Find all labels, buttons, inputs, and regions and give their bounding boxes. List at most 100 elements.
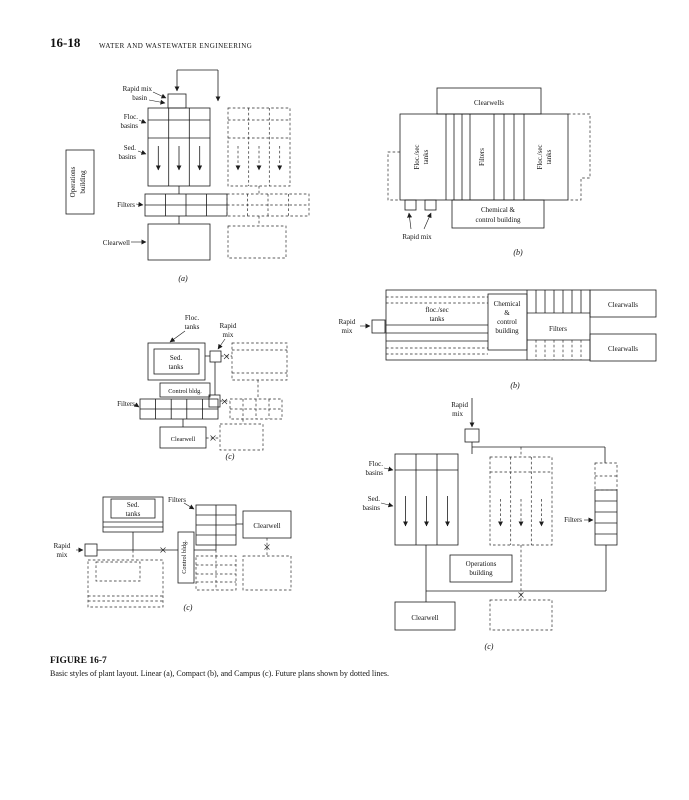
sed-tanks-label-line1: Sed. [170,354,183,362]
panel-b1-linework [445,114,525,200]
future-sed-inner-box [95,561,141,582]
rapid-mix-basin-label-line1: Rapid mix [123,85,153,93]
label-pointer [135,201,144,207]
panel-c2-linework [97,505,243,551]
floc-sed-basin-block [394,453,459,546]
control-building-label: Control bldg. [168,388,202,395]
sed-basins-label-line2: basins [119,153,137,161]
panel-a-linework [145,69,227,224]
chemical-control-building-box [451,199,545,229]
label-pointer [138,118,147,124]
floc-tanks-label-line1: Floc. [185,314,199,322]
sed-basins-label-line1: Sed. [124,144,137,152]
label-pointer [423,212,432,230]
valve-marks [518,592,524,598]
rapid-mix-basin-label-line2: basin [132,94,147,102]
rapid-mix-label-line1: Rapid [220,322,237,330]
future-sed-tanks-block [87,559,164,608]
panel-c1-future-linework [206,349,287,439]
figure-caption: Basic styles of plant layout. Linear (a)… [50,669,390,678]
panel-c2-tag: (c) [184,603,193,612]
panel-c-campus-2: Sed. tanks Filters Clearwell Rapid mix C… [54,496,292,612]
rapid-mix-box [424,199,437,211]
figure-caption-block: FIGURE 16-7 Basic styles of plant layout… [50,656,650,678]
panel-b1-tag: (b) [513,248,523,257]
clearwells-label: Clearwells [474,99,504,107]
label-pointer [407,212,413,230]
sed-tanks-inner-box [153,348,200,375]
panel-c1-tag: (c) [226,452,235,461]
panel-c-campus-1: Floc. tanks Rapid mix Sed. tanks Control… [117,314,288,461]
filters-label: Filters [478,148,486,166]
floc-sec-tanks-left-label-line1: Floc./sec [413,144,421,169]
sed-tanks-label-line2: tanks [169,363,184,371]
clearwell-label: Clearwell [411,614,438,622]
sed-tanks-inner-box [110,498,156,519]
label-pointer [169,330,186,343]
floc-basins-label-line1: Floc. [369,460,383,468]
filters-label: Filters [117,201,135,209]
panel-a-tag: (a) [178,274,188,283]
panel-b1-future-linework [387,113,591,201]
floc-sec-tanks-left-label-line2: tanks [422,149,430,164]
clearwall-box-bottom [589,333,657,362]
clearwell-label: Clearwell [253,522,280,530]
label-pointer [137,150,147,155]
rapid-mix-box [209,350,222,363]
future-clearwell-box [227,225,287,259]
control-building-box [177,531,195,584]
label-pointer [383,466,394,472]
future-floc-sed-block [231,342,288,381]
panel-c3-linework [395,442,617,602]
rapid-mix-label-line1: Rapid [339,318,356,326]
label-pointer [217,338,226,350]
rapid-mix-label-line2: mix [223,331,234,339]
panel-c-campus-3: Rapid mix Floc. basins Sed. basins Filte… [363,398,618,651]
figure-label: FIGURE 16-7 [50,656,107,666]
rapid-mix-label-line1: Rapid [451,401,468,409]
filters-label: Filters [168,496,186,504]
operations-building-label-line1: Operations [69,166,77,197]
chemical-control-label-line2: control building [476,216,521,224]
filters-label: Filters [564,516,582,524]
future-clearwell-box [242,555,292,591]
control-building-label: Control bldg. [181,540,188,574]
rapid-mix-box [84,543,98,557]
panel-b-compact-horizontal: Rapid mix floc./sec tanks Chemical & con… [339,289,657,390]
floc-basins-label-line1: Floc. [124,113,138,121]
operations-building-label-line1: Operations [466,560,497,568]
rapid-mix-basin-box [167,93,187,109]
page-number: 16-18 [50,35,81,50]
label-pointer [148,99,166,105]
label-pointer [133,402,140,408]
label-pointer [152,91,167,99]
rapid-mix-box [464,428,480,443]
valve-marks [210,353,230,441]
future-basin-block [227,107,291,187]
clearwall-box-top [589,289,657,318]
panel-a-linear: Rapid mix basin Floc. basins Sed. basins… [65,69,310,283]
floc-sec-tanks-label-line1: floc./sec [425,306,449,314]
panel-b2-tag: (b) [510,381,520,390]
operations-building-box [449,554,513,583]
floc-sec-tanks-label-line2: tanks [430,315,445,323]
clearwell-label: Clearwell [103,239,130,247]
rapid-mix-box [404,199,417,211]
panel-c3-tag: (c) [485,642,494,651]
clearwall-bottom-label: Clearwalls [608,345,638,353]
rapid-mix-label-line1: Rapid [54,542,71,550]
clearwall-top-label: Clearwalls [608,301,638,309]
rapid-mix-label-line2: mix [57,551,68,559]
running-head: WATER AND WASTEWATER ENGINEERING [99,42,253,50]
valve-marks [160,544,270,553]
floc-basins-label-line2: basins [121,122,139,130]
sed-tanks-label-line2: tanks [126,510,141,518]
floc-sec-tanks-right-label-line2: tanks [545,149,553,164]
operations-building-box [65,149,95,215]
floc-sed-block [147,342,206,381]
label-pointer [183,502,195,510]
future-clearwell-box [219,423,264,451]
floc-basins-label-line2: basins [366,469,384,477]
panel-a-future-linework [227,108,309,226]
